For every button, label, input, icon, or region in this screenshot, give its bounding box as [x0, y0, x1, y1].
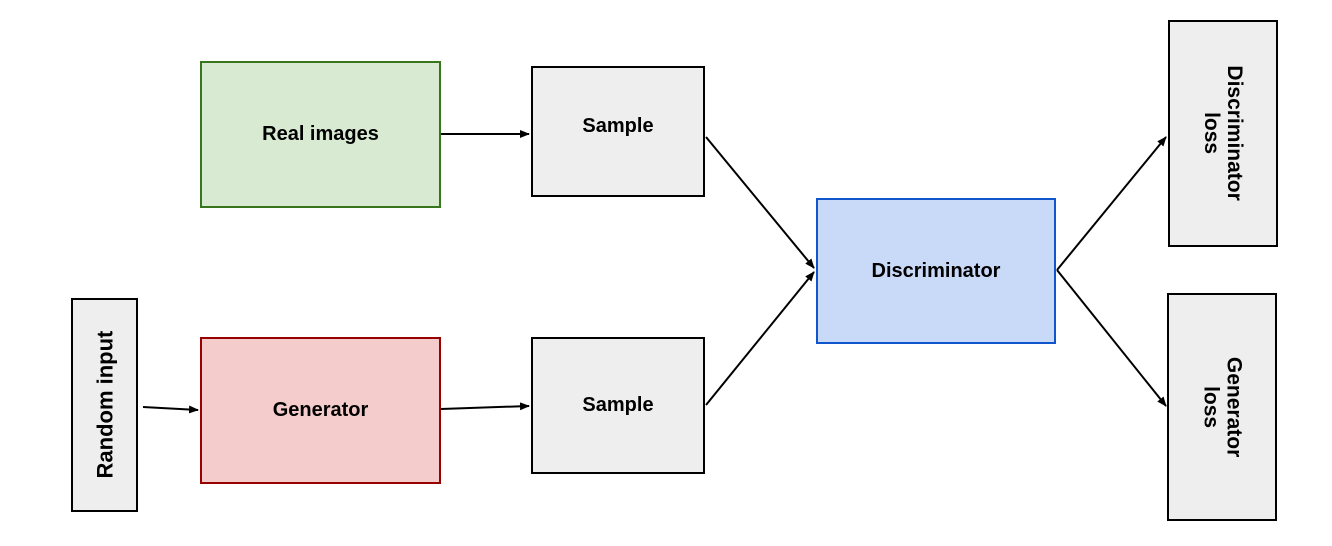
edge-sample-bottom-to-discriminator	[705, 271, 815, 406]
real-images-label: Real images	[262, 123, 379, 145]
edge-discriminator-to-generator-loss	[1056, 269, 1167, 407]
random-input-node: Random input	[71, 298, 138, 512]
real-images-node: Real images	[200, 61, 441, 208]
sample-bottom-label: Sample	[582, 394, 654, 416]
generator-loss-node: Generator loss	[1167, 293, 1277, 521]
sample-top-node: Sample	[531, 66, 705, 197]
edge-discriminator-to-discriminator-loss	[1056, 136, 1167, 271]
edge-random-input-to-generator	[142, 405, 199, 414]
sample-bottom-node: Sample	[531, 337, 705, 474]
discriminator-loss-label: Discriminator loss	[1200, 65, 1247, 202]
discriminator-label: Discriminator	[871, 259, 1001, 282]
generator-node: Generator	[200, 337, 441, 484]
random-input-label: Random input	[91, 331, 117, 479]
generator-label: Generator	[272, 399, 369, 421]
discriminator-node: Discriminator	[816, 198, 1056, 344]
generator-loss-label: Generator loss	[1199, 356, 1246, 458]
discriminator-loss-node: Discriminator loss	[1168, 20, 1278, 247]
edge-sample-top-to-discriminator	[705, 136, 815, 269]
edge-generator-to-sample	[440, 402, 530, 411]
sample-top-label: Sample	[582, 115, 654, 137]
